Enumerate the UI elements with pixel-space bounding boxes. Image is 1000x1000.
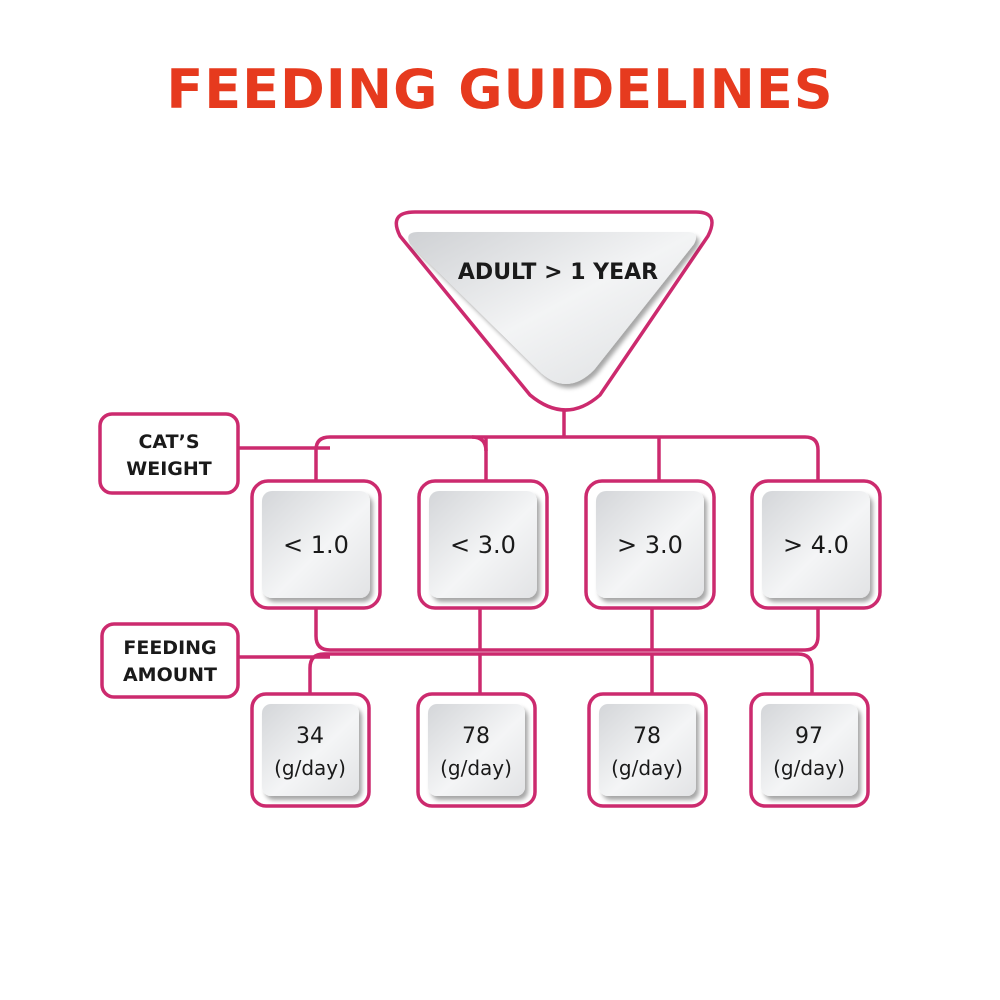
weight-row-label: CAT’S WEIGHT [98, 412, 240, 495]
root-node: ADULT > 1 YEAR [394, 210, 714, 412]
amount-unit: (g/day) [274, 756, 346, 780]
amount-value: 78 [462, 724, 490, 749]
weight-label-line1: CAT’S [138, 431, 199, 453]
root-label: ADULT > 1 YEAR [458, 260, 658, 285]
amount-row-label: FEEDING AMOUNT [100, 622, 240, 699]
weight-box: > 3.0 [584, 479, 716, 610]
page-title: FEEDING GUIDELINES [166, 58, 834, 121]
weight-box: > 4.0 [750, 479, 882, 610]
connector-lines [224, 405, 820, 694]
weight-box: < 3.0 [417, 479, 549, 610]
weight-box: < 1.0 [250, 479, 382, 610]
weight-value: < 3.0 [450, 531, 516, 559]
amount-box: 34 (g/day) [250, 692, 371, 808]
weight-value: > 3.0 [617, 531, 683, 559]
amount-box: 78 (g/day) [416, 692, 537, 808]
amount-box: 97 (g/day) [749, 692, 870, 808]
amount-label-line2: AMOUNT [123, 664, 217, 686]
amount-unit: (g/day) [440, 756, 512, 780]
amount-unit: (g/day) [773, 756, 845, 780]
amount-unit: (g/day) [611, 756, 683, 780]
amount-label-line1: FEEDING [123, 637, 216, 659]
weight-label-line2: WEIGHT [126, 458, 212, 480]
weight-value: > 4.0 [783, 531, 849, 559]
weight-value: < 1.0 [283, 531, 349, 559]
amount-box: 78 (g/day) [587, 692, 708, 808]
amount-value: 78 [633, 724, 661, 749]
amount-value: 34 [296, 724, 324, 749]
amount-value: 97 [795, 724, 823, 749]
